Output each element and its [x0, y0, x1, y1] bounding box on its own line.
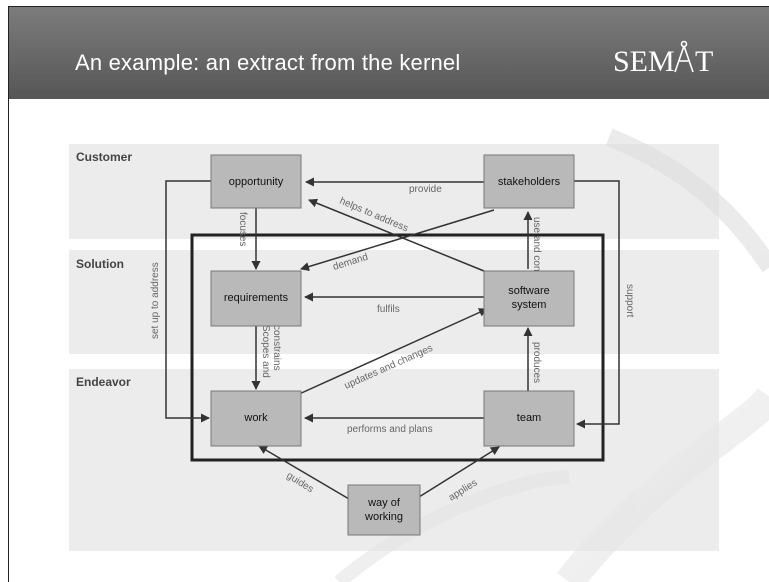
svg-text:SEM: SEM	[613, 45, 675, 78]
edge-label-performs-and-plans: performs and plans	[347, 424, 433, 435]
slide: An example: an extract from the kernel S…	[8, 6, 769, 582]
edge-label-support: support	[624, 284, 635, 318]
node-opportunity[interactable]: opportunity	[210, 154, 302, 209]
node-opportunity-label: opportunity	[229, 176, 284, 188]
node-way-of-working-label-2: working	[364, 511, 403, 523]
diagram-edges	[165, 177, 620, 500]
kernel-boundary	[190, 233, 605, 462]
node-requirements[interactable]: requirements	[210, 270, 302, 327]
slide-title: An example: an extract from the kernel	[75, 50, 461, 75]
edge-updates-and-changes	[296, 308, 488, 396]
edge-label-set-up-to-address: set up to address	[150, 262, 161, 339]
node-requirements-label: requirements	[224, 292, 289, 304]
edge-demand	[300, 209, 495, 271]
node-software-system[interactable]: software system	[483, 270, 575, 327]
node-work[interactable]: work	[210, 390, 302, 447]
edge-helps-to-address	[308, 198, 485, 272]
solution-band	[69, 250, 719, 354]
edge-label-scopes-line: Scopes and	[260, 325, 271, 378]
band-label-customer: Customer	[76, 150, 132, 164]
node-way-of-working[interactable]: way of working	[347, 484, 421, 536]
edge-label-fulfils: fulfils	[377, 304, 400, 315]
edge-label-use-and-consume: use and consume	[531, 217, 542, 296]
band-label-endeavor: Endeavor	[76, 375, 131, 389]
node-stakeholders-label: stakeholders	[498, 176, 561, 188]
band-label-solution: Solution	[76, 257, 124, 271]
semat-logo: SEM T	[613, 39, 723, 79]
dna-decoration	[334, 128, 769, 582]
svg-text:T: T	[695, 45, 713, 78]
node-work-label: work	[243, 412, 268, 424]
edge-support	[574, 180, 620, 429]
semat-logo-mark: SEM T	[613, 40, 713, 78]
edge-label-focuses: focuses	[237, 212, 248, 246]
edge-label-constrains-line: constrains	[271, 325, 282, 371]
slide-header: An example: an extract from the kernel S…	[9, 7, 769, 99]
edge-guides	[258, 445, 350, 500]
node-stakeholders[interactable]: stakeholders	[483, 154, 575, 209]
node-software-system-label-2: system	[512, 299, 547, 311]
edge-label-provide: provide	[409, 184, 442, 195]
edge-label-scopes-and-constrains: Scopes and constrains	[260, 325, 282, 381]
node-team-label: team	[517, 412, 541, 424]
node-software-system-label-1: software	[508, 285, 550, 297]
edge-label-produces: produces	[531, 342, 542, 383]
compass-icon	[674, 40, 694, 73]
customer-band	[69, 144, 719, 239]
edge-set-up-to-address	[165, 180, 211, 423]
kernel-diagram: Customer Solution Endeavor provide helps…	[69, 128, 769, 582]
node-team[interactable]: team	[483, 390, 575, 447]
node-way-of-working-label-1: way of	[367, 497, 401, 509]
edge-applies	[418, 446, 500, 498]
